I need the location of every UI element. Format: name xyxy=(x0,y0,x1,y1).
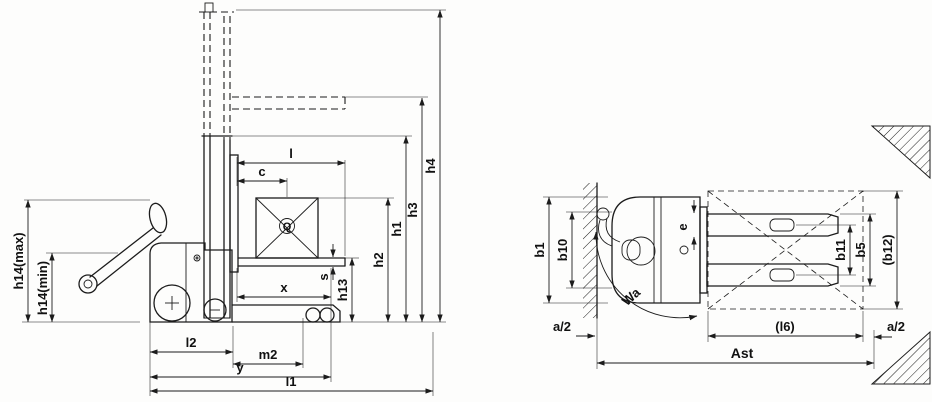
tiller-head xyxy=(148,202,168,234)
fork-and-load: Q xyxy=(237,197,346,267)
fork-carrier-plan xyxy=(699,206,708,294)
dim-label-h14min: h14(min) xyxy=(35,261,50,315)
dim-label-a2-right: a/2 xyxy=(887,319,905,334)
fork-carriage xyxy=(229,154,239,273)
dim-label-b5: b5 xyxy=(853,242,868,257)
dim-label-s: s xyxy=(316,273,331,280)
mast-extended-dashed xyxy=(199,2,346,140)
drive-wheel-plan xyxy=(621,239,641,261)
tiller-arm xyxy=(78,202,168,294)
dim-label-wa: Wa xyxy=(619,284,644,308)
load-roller-top xyxy=(769,218,795,232)
load-wheel-1 xyxy=(305,307,321,323)
turning-radius: Wa xyxy=(593,231,698,321)
dim-label-y: y xyxy=(236,360,244,375)
dim-label-l6: (l6) xyxy=(775,319,795,334)
dim-label-e: e xyxy=(675,223,690,230)
load-box xyxy=(255,197,319,259)
fork-bottom xyxy=(706,263,839,287)
mast xyxy=(201,135,239,319)
dim-label-a2-left: a/2 xyxy=(553,319,571,334)
dim-label-b12: (b12) xyxy=(880,234,895,265)
load-wheel-2 xyxy=(319,307,335,323)
tiller-handle xyxy=(78,274,98,294)
rack-corner-top xyxy=(870,125,931,180)
dim-label-h14max: h14(max) xyxy=(11,232,26,289)
load-center-mark xyxy=(279,218,295,234)
load-roller-bottom xyxy=(769,268,795,282)
dim-label-m2: m2 xyxy=(259,347,278,362)
tiller-plan-a xyxy=(598,219,613,247)
tiller-handle-plan xyxy=(596,207,610,221)
dim-label-b11: b11 xyxy=(833,239,848,261)
dim-label-ast: Ast xyxy=(731,345,754,361)
dim-label-l: l xyxy=(289,146,293,161)
dim-label-l1: l1 xyxy=(286,374,297,389)
top-view: Wa b1 b10 e xyxy=(532,125,931,385)
pallet-outline xyxy=(707,190,864,310)
control-detail xyxy=(193,254,201,262)
load-capacity-label: Q xyxy=(283,221,292,233)
top-dimensions: b1 b10 e b11 b5 (b12) a/2 (l6) a/2 Ast xyxy=(532,190,905,366)
dim-label-b1: b1 xyxy=(532,242,547,257)
control-detail-dot xyxy=(195,256,199,260)
mast-pivot-mark xyxy=(679,245,689,255)
truck-body-plan xyxy=(611,196,701,304)
rack-corner-bottom xyxy=(870,330,931,385)
support-arm xyxy=(231,304,341,323)
operator-platform xyxy=(626,236,656,266)
dim-label-c: c xyxy=(258,164,265,179)
caster-wheel xyxy=(203,298,227,322)
dim-label-h1: h1 xyxy=(389,221,404,236)
dim-label-b10: b10 xyxy=(555,239,570,261)
dim-label-h2: h2 xyxy=(371,252,386,267)
wheels xyxy=(153,284,341,323)
side-view: Q xyxy=(11,2,446,396)
side-dimensions: h14(max) h14(min) l c s x h13 h2 h1 h3 h… xyxy=(11,9,443,394)
drive-wheel xyxy=(153,284,191,322)
tiller-handle-grip xyxy=(83,279,93,289)
aisle-wall xyxy=(583,182,598,319)
tiller-plan-b xyxy=(605,217,621,243)
fork-top xyxy=(706,213,839,237)
dim-label-h4: h4 xyxy=(423,158,438,174)
chassis xyxy=(149,242,233,323)
dim-label-x: x xyxy=(280,280,288,295)
dim-label-l2: l2 xyxy=(186,335,197,350)
dim-label-h13: h13 xyxy=(335,279,350,301)
side-extension-lines xyxy=(22,9,446,396)
dim-label-h3: h3 xyxy=(405,202,420,217)
